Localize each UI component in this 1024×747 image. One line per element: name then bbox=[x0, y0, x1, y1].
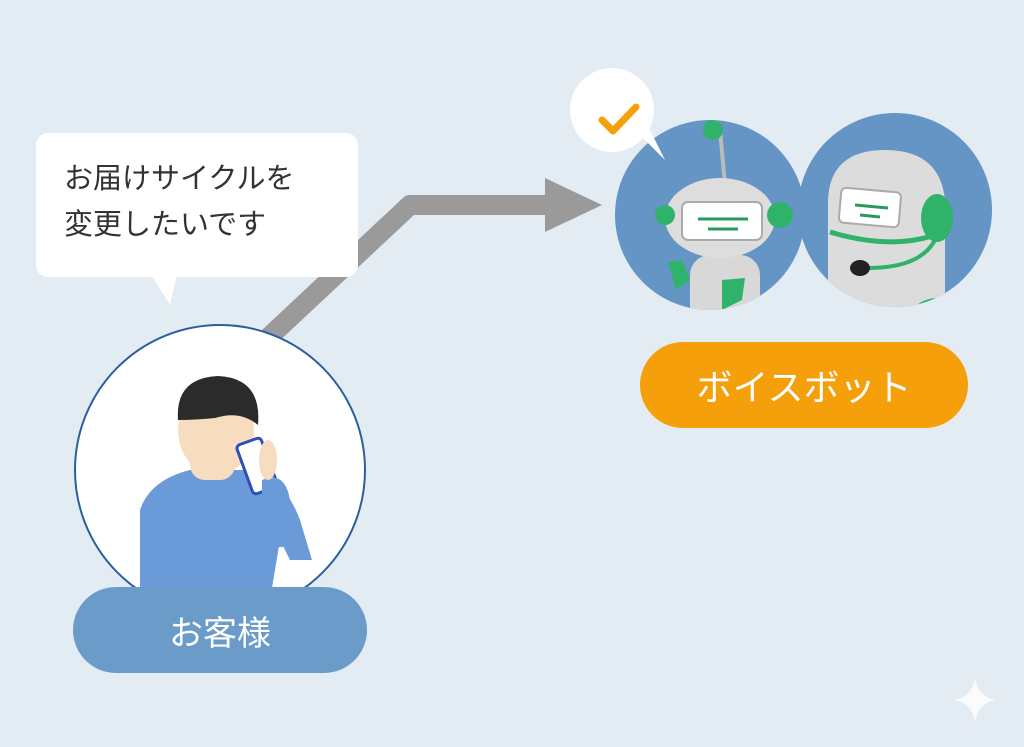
customer-label: お客様 bbox=[73, 587, 367, 673]
voicebot-avatars bbox=[615, 113, 992, 310]
flow-arrow bbox=[261, 178, 602, 346]
check-bubble bbox=[570, 68, 665, 160]
speech-line: お届けサイクルを bbox=[64, 161, 295, 195]
headset-robot-icon bbox=[828, 150, 953, 307]
checkmark-icon bbox=[598, 103, 640, 135]
sparkle-icon bbox=[954, 678, 996, 722]
customer-avatar bbox=[74, 324, 366, 616]
robot-icon bbox=[655, 120, 793, 310]
voicebot-label: ボイスボット bbox=[640, 342, 968, 428]
speech-bubble-tail bbox=[148, 270, 178, 305]
speech-bubble: お届けサイクルを 変更したいです bbox=[36, 133, 358, 277]
speech-line: 変更したいです bbox=[64, 207, 267, 241]
